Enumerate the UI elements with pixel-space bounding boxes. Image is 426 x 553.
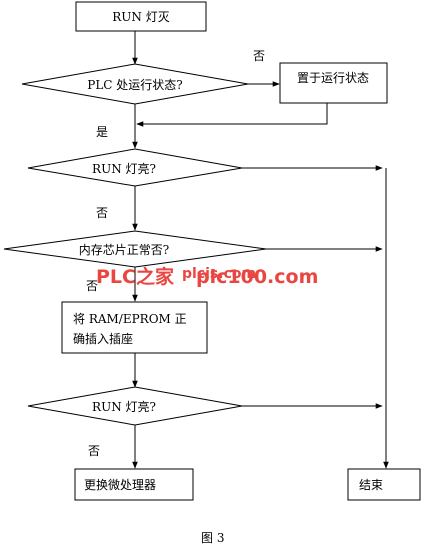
label-yes-1: 是	[96, 125, 108, 139]
watermark-plc100: plc100.com	[196, 266, 318, 288]
node-insert-chip	[61, 301, 208, 354]
node-replace-cpu-label: 更换微处理器	[84, 478, 156, 492]
node-set-run-label: 置于运行状态	[297, 71, 369, 85]
label-no-3: 否	[86, 279, 98, 293]
node-run-on-q1-label: RUN 灯亮?	[92, 161, 156, 176]
connectors	[132, 31, 389, 469]
node-run-off	[75, 1, 207, 32]
label-no-4: 否	[88, 444, 100, 458]
label-no-2: 否	[96, 206, 108, 220]
node-run-on-q2	[27, 386, 243, 426]
node-replace-cpu	[74, 468, 194, 501]
watermark-plc-home: PLC之家	[96, 265, 175, 288]
node-set-run	[279, 62, 388, 104]
node-run-off-label: RUN 灯灭	[112, 10, 169, 24]
node-plc-run-q	[21, 63, 249, 105]
label-no-1: 否	[253, 49, 265, 63]
node-run-on-q1	[27, 148, 243, 187]
node-insert-chip-line1: 将 RAM/EPROM 正	[73, 312, 187, 326]
figure-caption: 图 3	[201, 531, 224, 545]
node-end-label: 结束	[359, 478, 383, 492]
node-end	[347, 468, 421, 501]
node-run-on-q2-label: RUN 灯亮?	[92, 399, 156, 414]
watermark: PLC之家 plc100.com plcjs.com	[96, 265, 318, 288]
node-plc-run-q-label: PLC 处运行状态?	[87, 78, 182, 92]
node-mem-ok-q-label: 内存芯片正常否?	[79, 243, 169, 257]
edge-set-run-back	[136, 103, 328, 127]
node-insert-chip-line2: 确插入插座	[73, 331, 133, 346]
watermark-plcjs: plcjs.com	[182, 266, 256, 282]
node-mem-ok-q	[3, 230, 267, 268]
